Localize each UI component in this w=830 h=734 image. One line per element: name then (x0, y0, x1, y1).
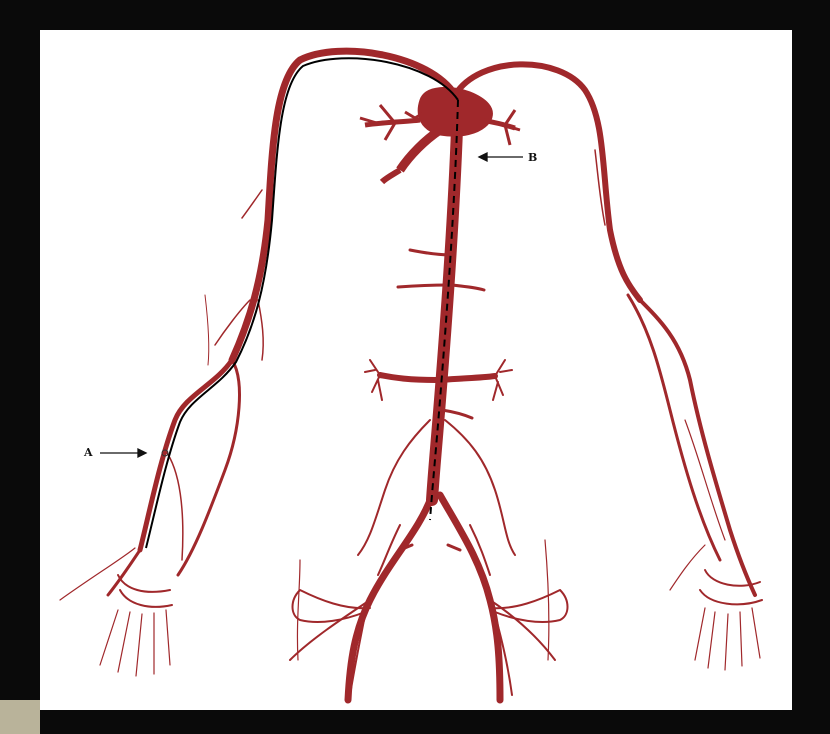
label-a: A (84, 447, 93, 458)
diagram-canvas (40, 30, 792, 710)
left-renal-artery (440, 376, 495, 380)
corner-accent (0, 700, 40, 734)
label-b: B (528, 152, 537, 163)
